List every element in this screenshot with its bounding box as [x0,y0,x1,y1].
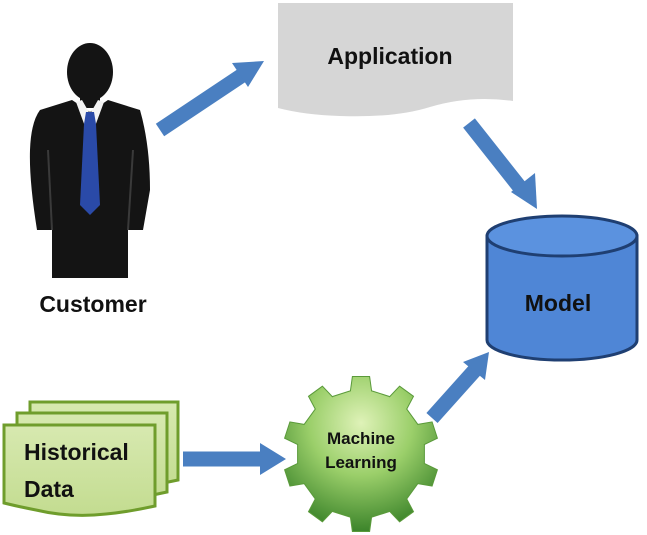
historical-data-node: Historical Data [2,400,180,517]
businessman-icon [29,43,151,278]
application-node: Application [278,3,513,117]
customer-node: Customer [29,43,151,317]
arrow-customer-to-application [155,61,264,137]
arrow-historical-data-to-machine-learning [183,443,286,475]
arrow-application-to-model [463,118,537,209]
historical-data-label-line1: Historical [24,439,129,465]
model-node: Model [485,214,639,362]
model-label: Model [525,290,591,316]
application-label: Application [327,43,452,69]
machine-learning-label-line1: Machine [327,429,395,448]
historical-data-label-line2: Data [24,476,74,502]
flow-arrows [155,61,537,475]
machine-learning-label-line2: Learning [325,453,397,472]
arrow-machine-learning-to-model [426,352,489,424]
database-cylinder-icon [485,214,639,362]
stacked-documents-icon [2,400,180,517]
machine-learning-node: Machine Learning [283,376,439,532]
customer-label: Customer [39,291,146,317]
gear-icon [283,376,439,532]
application-document-shape [278,3,513,117]
